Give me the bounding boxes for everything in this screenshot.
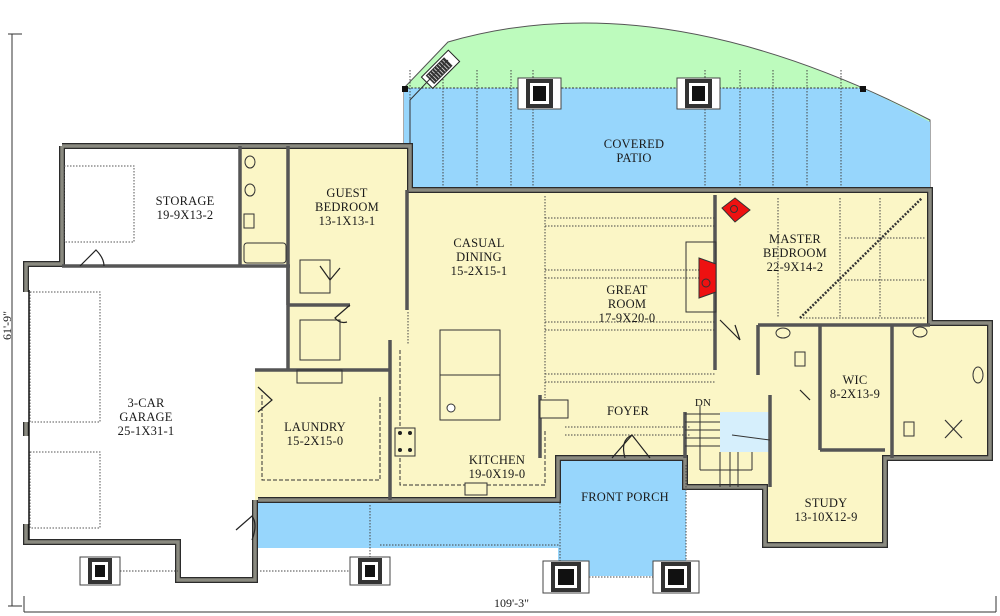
fireplace-great-room bbox=[698, 257, 717, 299]
room-label-covered-patio: COVERED PATIO bbox=[603, 137, 665, 165]
column-icon bbox=[652, 560, 700, 594]
interior-floor bbox=[255, 146, 990, 545]
column-icon bbox=[676, 77, 721, 110]
grill-icon bbox=[420, 49, 461, 90]
room-label-kitchen: KITCHEN 19-0X19-0 bbox=[468, 453, 526, 481]
overall-depth-dimension: 61'-9" bbox=[0, 310, 14, 340]
column-icon bbox=[79, 556, 121, 586]
fireplace-master bbox=[721, 197, 751, 223]
room-label-front-porch: FRONT PORCH bbox=[581, 490, 669, 504]
overall-width-dimension: 109'-3" bbox=[494, 596, 530, 610]
column-icon bbox=[349, 556, 391, 586]
side-porch-area bbox=[258, 500, 558, 548]
room-label-study: STUDY 13-10X12-9 bbox=[794, 496, 858, 524]
room-label-laundry: LAUNDRY 15-2X15-0 bbox=[284, 420, 346, 448]
covered-patio-area bbox=[404, 88, 930, 190]
column-icon bbox=[542, 560, 590, 594]
room-label-garage: 3-CAR GARAGE 25-1X31-1 bbox=[117, 396, 175, 438]
room-label-foyer: FOYER bbox=[607, 404, 649, 418]
room-label-casual-dining: CASUAL DINING 15-2X15-1 bbox=[450, 236, 508, 278]
garage-area bbox=[26, 268, 255, 580]
stair-down-label: DN bbox=[694, 397, 712, 409]
room-label-storage: STORAGE 19-9X13-2 bbox=[155, 194, 215, 222]
room-label-master-bedroom: MASTER BEDROOM 22-9X14-2 bbox=[763, 232, 827, 274]
room-label-great-room: GREAT ROOM 17-9X20-0 bbox=[598, 283, 656, 325]
room-label-wic: WIC 8-2X13-9 bbox=[829, 373, 881, 401]
room-label-guest-bedroom: GUEST BEDROOM 13-1X13-1 bbox=[315, 186, 379, 228]
front-porch-area bbox=[558, 458, 686, 576]
stair-well bbox=[720, 412, 770, 452]
column-icon bbox=[517, 77, 562, 110]
